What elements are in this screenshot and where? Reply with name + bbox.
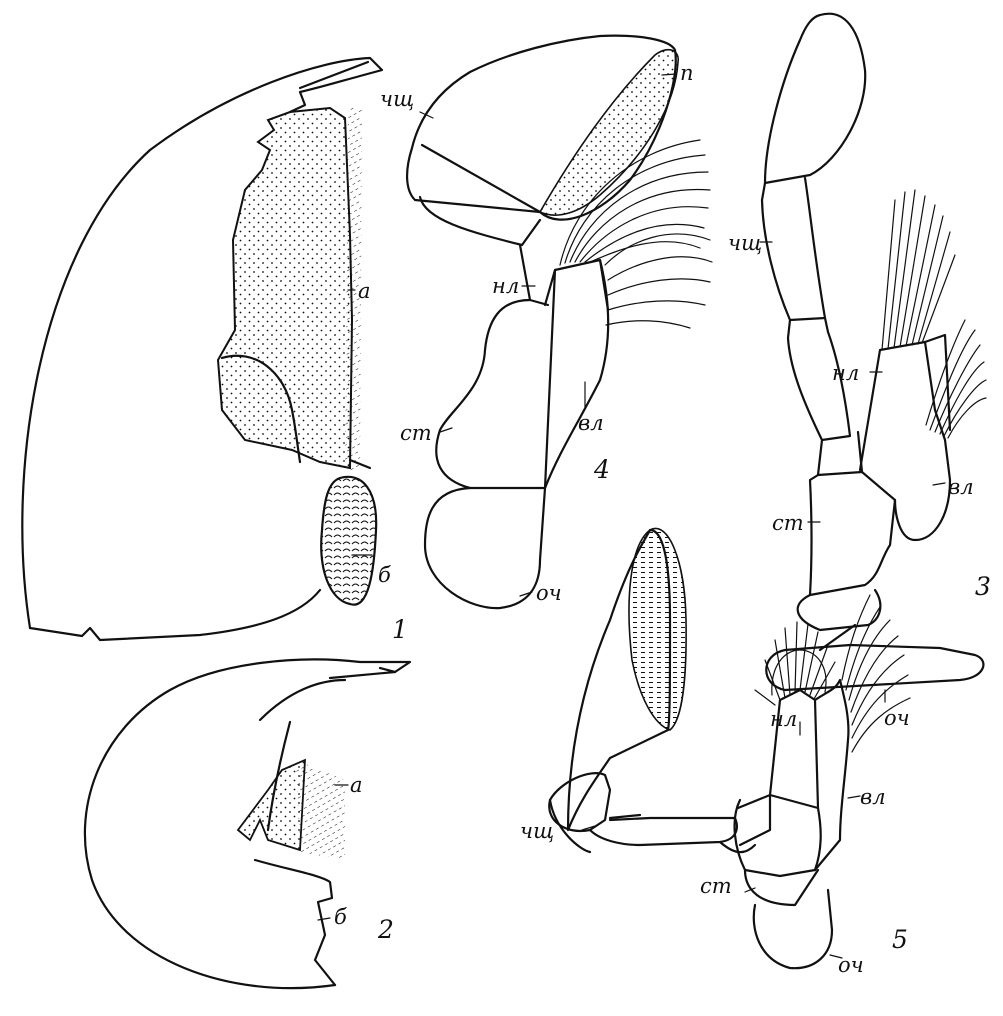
fig2-label-a: а (350, 773, 363, 797)
fig4-number: 4 (593, 455, 610, 484)
fig5-label-chsh: чщ (520, 819, 554, 843)
fig1-label-a: а (358, 279, 371, 303)
fig3-label-nl: нл (832, 361, 859, 385)
mandible-2-bristles (296, 760, 345, 860)
fig5-label-vl: вл (860, 785, 886, 809)
figure-2-mandible: а б 2 (85, 659, 410, 988)
fig4-label-nl: нл (492, 274, 519, 298)
fig1-label-b: б (378, 563, 391, 587)
palp-pad-5 (629, 528, 686, 730)
fig3-label-vl: вл (948, 475, 974, 499)
fig3-label-chsh: чщ (728, 231, 762, 255)
mandible-2-molar (238, 760, 305, 850)
figure-5-maxilla: чщ нл вл ст оч 5 (520, 528, 910, 977)
figure-4-maxilla: чщ п нл вл ст оч 4 (380, 36, 712, 608)
fig4-label-vl: вл (578, 411, 604, 435)
fig4-label-st: ст (400, 421, 432, 445)
fig5-label-nl: нл (770, 707, 797, 731)
fig3-number: 3 (975, 572, 991, 601)
fig4-label-och: оч (536, 581, 562, 605)
figure-1-mandible: а б 1 (22, 58, 408, 644)
fig3-label-och: оч (884, 706, 910, 730)
fig2-label-b: б (334, 905, 347, 929)
fig4-label-chsh: чщ (380, 87, 414, 111)
fig5-label-och: оч (838, 953, 864, 977)
patch-b (321, 477, 376, 605)
fig2-number: 2 (377, 915, 394, 944)
fig1-number: 1 (392, 615, 408, 644)
fig5-label-st: ст (700, 874, 732, 898)
fig4-label-p: п (680, 61, 694, 85)
molar-plate (218, 108, 352, 468)
outer-lobe-bristles-3 (882, 190, 955, 350)
fig3-label-st: ст (772, 511, 804, 535)
fig5-number: 5 (892, 925, 908, 954)
figure-3-maxilla: чщ нл вл ст оч 3 (728, 14, 991, 730)
